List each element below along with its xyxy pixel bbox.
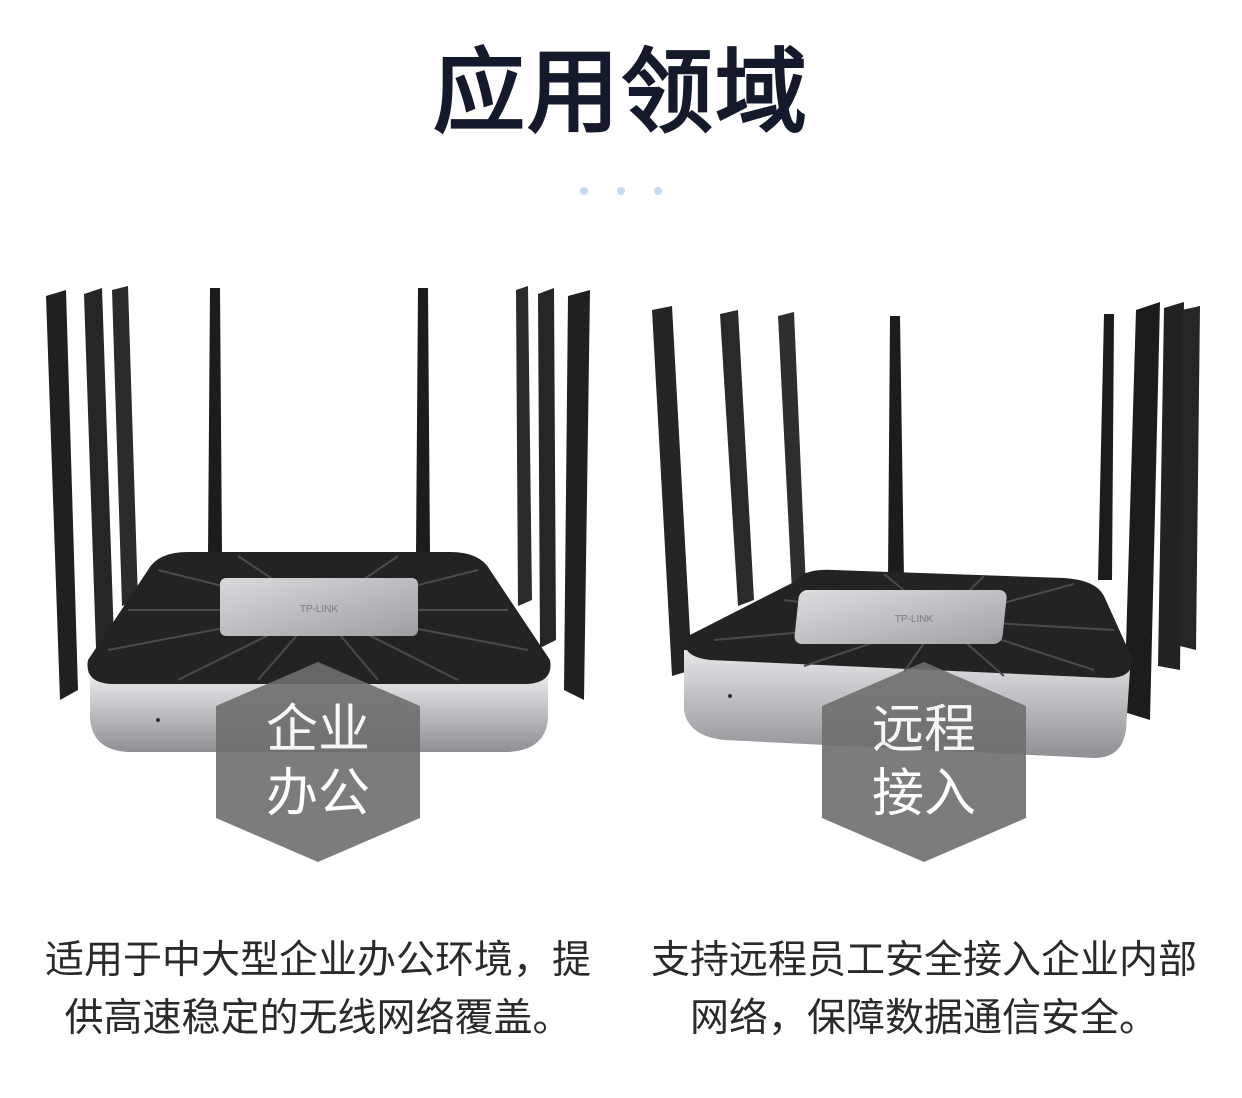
dot-indicator — [579, 187, 588, 195]
application-card-enterprise: TP-LINK 企业 办公 适用于中大型企业办公环境，提供高速稳定的无线网络覆盖… — [38, 280, 598, 1098]
card-description: 适用于中大型企业办公环境，提供高速稳定的无线网络覆盖。 — [44, 938, 591, 1041]
category-label-line1: 企业 — [265, 700, 370, 760]
card-description: 支持远程员工安全接入企业内部网络，保障数据通信安全。 — [650, 938, 1197, 1041]
dot-indicator — [617, 187, 625, 195]
category-badge-hexagon: 远程 接入 — [822, 662, 1026, 862]
application-card-remote: TP-LINK 远程 接入 支持远程员工安全接入企业内部网络，保障数据通信安全。 — [644, 280, 1204, 1098]
category-badge-hexagon: 企业 办公 — [216, 662, 420, 862]
svg-text:TP-LINK: TP-LINK — [895, 614, 934, 625]
section-title: 应用领域 — [432, 39, 809, 146]
dot-indicator — [654, 187, 663, 195]
router-product-image: TP-LINK — [652, 302, 1200, 758]
svg-text:TP-LINK: TP-LINK — [300, 604, 339, 615]
category-label-line2: 办公 — [265, 764, 370, 824]
pagination-dots — [0, 180, 1242, 199]
category-label-line2: 接入 — [871, 764, 976, 824]
category-label-line1: 远程 — [871, 700, 976, 760]
router-product-image: TP-LINK — [46, 286, 590, 752]
